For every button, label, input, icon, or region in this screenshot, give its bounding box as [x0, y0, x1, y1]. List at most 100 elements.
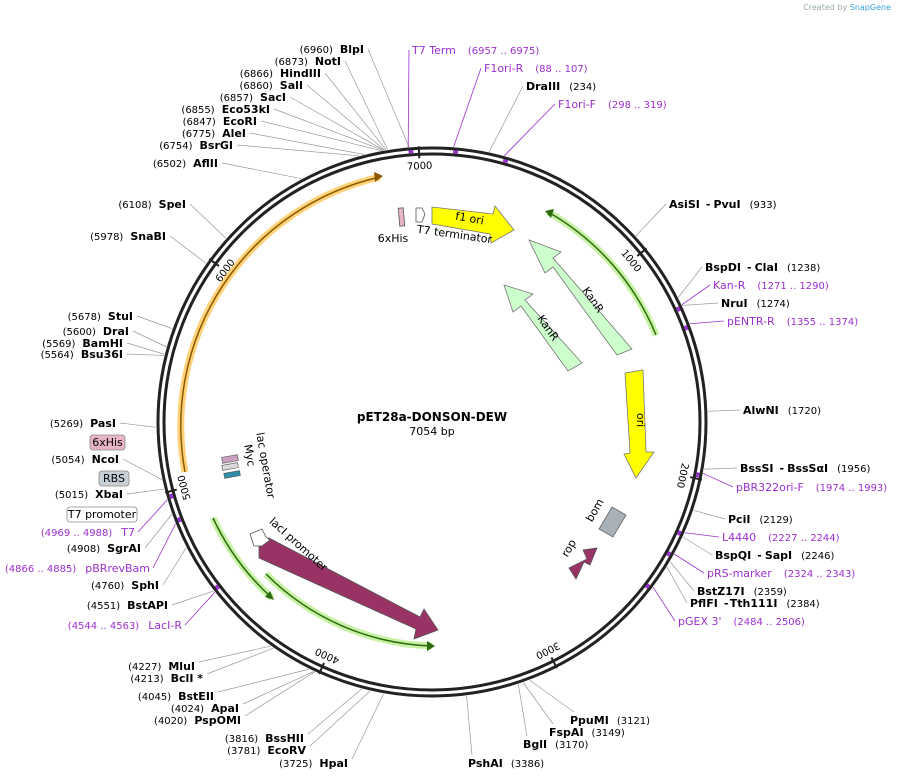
primer-leader	[453, 67, 482, 147]
site-name: BsrGI	[200, 139, 233, 152]
lac-operator-label: lac operator	[253, 431, 277, 499]
leader-line	[529, 679, 575, 713]
site-label-left: (5564)Bsu36I	[41, 348, 123, 361]
feature-box	[66, 506, 138, 523]
leader-line	[242, 671, 314, 705]
site-label-bottom: (3816)BssHII	[225, 732, 304, 745]
site-label-left: (6108) SpeI	[118, 198, 186, 211]
leader-line	[126, 353, 165, 356]
his6-feature	[397, 207, 406, 227]
site-label-left: (6754) BsrGI	[159, 139, 233, 152]
leader-line	[707, 409, 741, 412]
primer-label: pRS-marker(2324 .. 2343)	[707, 567, 855, 580]
orange-arc-head	[374, 172, 383, 182]
tick-mark-5000	[164, 488, 178, 494]
t7-terminator-feature	[415, 207, 426, 223]
site-label-right: AsiSI-PvuI(933)	[669, 198, 777, 211]
site-position: (6754)	[159, 141, 192, 152]
label-leaders	[119, 48, 741, 760]
site-name: BstZ17I	[697, 585, 745, 598]
leader-line	[244, 671, 315, 717]
site-name: PflFI	[690, 597, 718, 610]
site-name: SgrAI	[107, 542, 141, 555]
primer-mark	[644, 583, 651, 589]
site-name: AleI	[222, 127, 246, 140]
primer-leader	[702, 473, 734, 488]
site-name: BssHII	[265, 732, 304, 745]
ori-label: ori	[634, 413, 647, 427]
leader-line	[217, 668, 310, 693]
site-label-right: PflFI-Tth111I(2384)	[690, 597, 820, 610]
site-name: BstEII	[178, 690, 214, 703]
primer-label: (4969 .. 4988)T7	[41, 526, 135, 539]
backbone-inner	[162, 152, 702, 692]
leader-line	[666, 566, 688, 604]
site-label-left: (4760)SphI	[91, 579, 159, 592]
primer-leader	[674, 553, 705, 574]
primer-mark	[675, 306, 681, 312]
leader-line	[169, 235, 207, 264]
site-position: (4020)	[154, 716, 187, 727]
site-position: (6860)	[240, 81, 273, 92]
site-label-left: (5015)XbaI	[55, 488, 123, 501]
site-label-left: (5269)PasI	[50, 417, 116, 430]
leader-line	[488, 85, 524, 153]
tick-label: 4000	[314, 645, 342, 665]
site-label-top: DraIII(234)	[526, 80, 596, 93]
site-position: (6866)	[240, 69, 273, 80]
kanr-arrow-1	[528, 239, 633, 356]
site-position: (933)	[750, 200, 777, 211]
site-position: (3725)	[279, 759, 312, 770]
leader-line	[703, 467, 738, 470]
primer-name: F1ori-F	[558, 98, 596, 111]
site-position: (6502)	[153, 159, 186, 170]
site-position: (2384)	[786, 599, 819, 610]
site-name: SpeI	[159, 198, 186, 211]
site-position: (6960)	[300, 45, 333, 56]
site-position: (5600)	[63, 327, 96, 338]
leader-line	[126, 488, 165, 495]
myc-label: Myc	[241, 443, 258, 467]
site-name: BglI	[523, 738, 547, 751]
tick-mark-2000	[689, 476, 703, 481]
leader-line	[522, 682, 554, 725]
site-label-left: (6775) AleI	[182, 127, 246, 140]
site-position: (5978)	[90, 232, 123, 243]
laci-promoter-feature	[249, 528, 271, 547]
site-position: (6108)	[118, 200, 151, 211]
tick-label: 7000	[407, 161, 433, 173]
leader-line	[669, 561, 695, 592]
leader-line	[136, 315, 173, 329]
site-name: StuI	[108, 310, 133, 323]
site-position: (3781)	[227, 746, 260, 757]
tick-label: 2000	[674, 462, 690, 489]
site-label-left: (6960)BlpI	[300, 43, 364, 56]
primer-label: F1ori-R(88 .. 107)	[484, 62, 588, 75]
primer-range: (1355 .. 1374)	[787, 317, 859, 328]
site-position: (4024)	[171, 704, 204, 715]
site-position: (5269)	[50, 419, 83, 430]
primer-range: (298 .. 319)	[608, 100, 667, 111]
laci-feature	[258, 537, 439, 640]
site-label-right: PciI(2129)	[728, 513, 793, 526]
site-name-2: ClaI	[755, 261, 778, 274]
leader-line	[466, 695, 473, 756]
primer-leader	[684, 532, 720, 538]
site-position: (5569)	[42, 339, 75, 350]
green-arc-2	[212, 517, 273, 599]
primer-mark	[214, 584, 220, 591]
site-name: DraI	[103, 325, 129, 338]
kanr-arrow-2	[503, 284, 583, 372]
site-label-left: (4551)BstAPI	[87, 599, 168, 612]
plasmid-name: pET28a-DONSON-DEW	[357, 410, 507, 424]
site-position: (2359)	[754, 587, 787, 598]
primer-name: T7	[120, 526, 135, 539]
primer-range: (6957 .. 6975)	[468, 46, 540, 57]
site-name: FspAI	[549, 726, 584, 739]
site-name: BstAPI	[127, 599, 168, 612]
site-position: (6775)	[182, 129, 215, 140]
feature-box-label: 6xHis	[92, 436, 123, 449]
site-label-left: (6873)NotI	[275, 55, 341, 68]
primer-leader	[407, 49, 410, 148]
site-labels: AsiSI-PvuI(933)BspDI-ClaI(1238)NruI(1274…	[5, 43, 887, 770]
